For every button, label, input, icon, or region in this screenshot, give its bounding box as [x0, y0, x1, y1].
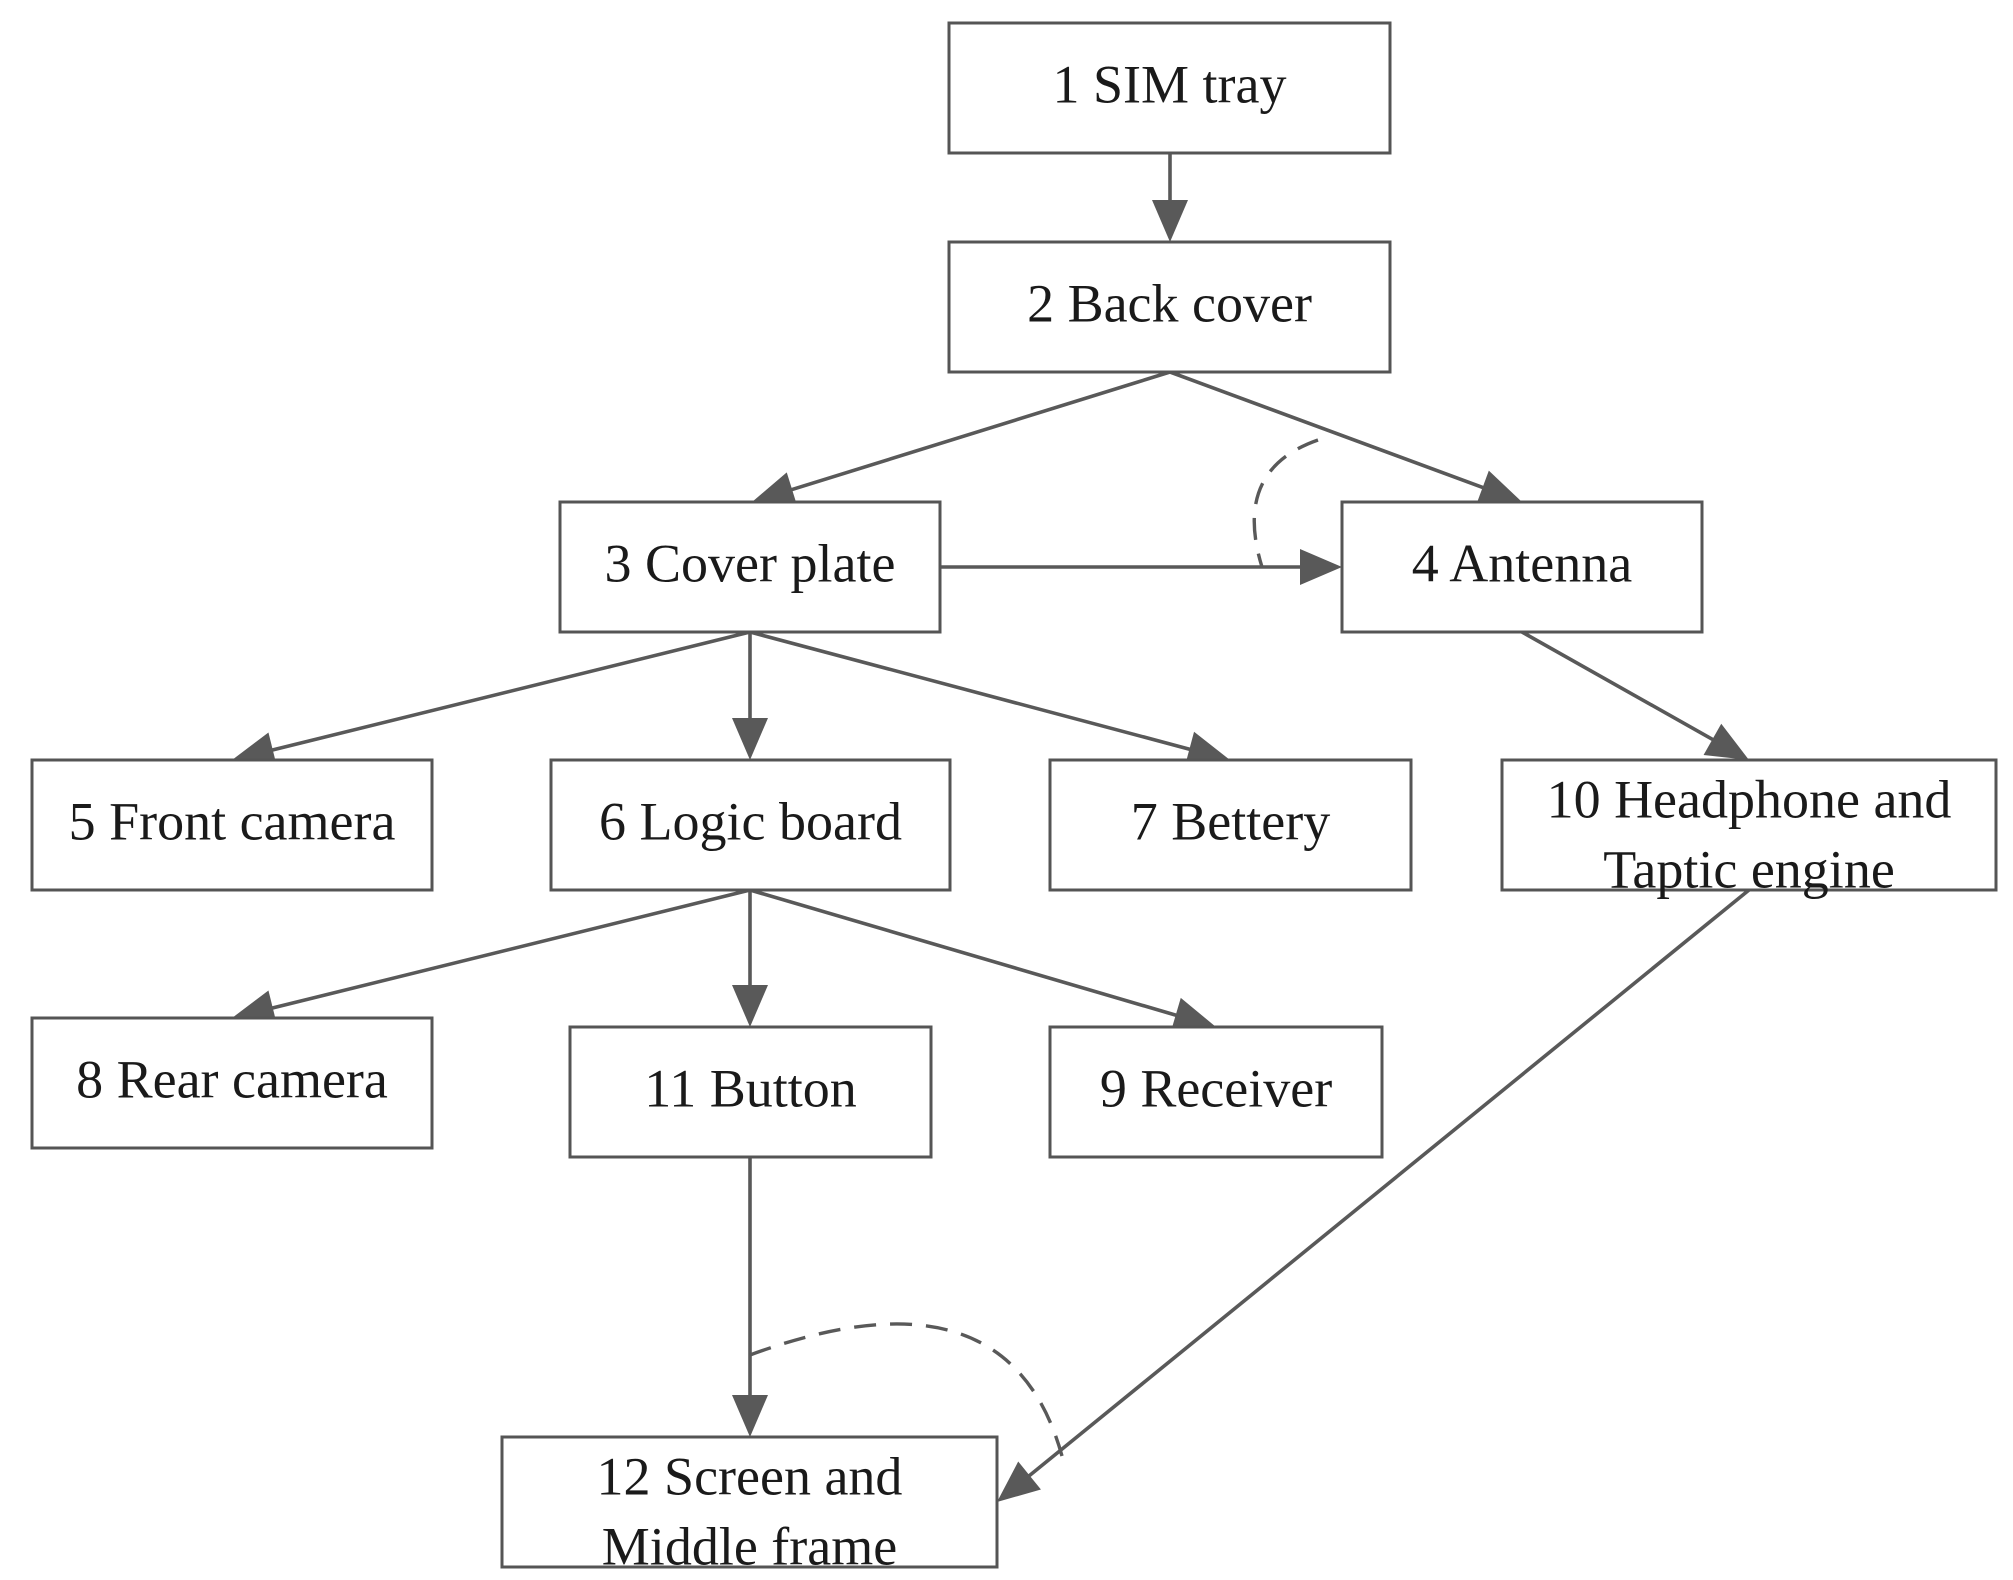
edge-n11-n12 [732, 1157, 768, 1437]
arrowhead [1300, 549, 1342, 585]
edge-n2-n3 [752, 370, 1171, 507]
node-box [568, 1025, 933, 1159]
edge-n1-n2 [1152, 153, 1188, 242]
nodes-layer: 1 SIM tray 2 Back cover 3 Cover plate 4 Ant… [30, 21, 1998, 1576]
node-label: 4 Antenna [1412, 533, 1632, 593]
edge-n10-n12 [997, 888, 1751, 1502]
node-box [30, 1016, 434, 1150]
arrowhead [1184, 731, 1230, 767]
node-box [1500, 758, 1998, 892]
arrowhead [1703, 723, 1749, 760]
edge-n2-n4 [1169, 370, 1522, 505]
node-n7: 7 Bettery [1048, 758, 1413, 892]
node-label: 2 Back cover [1027, 273, 1312, 333]
node-label-line: 12 Screen and [597, 1446, 903, 1506]
edge-line [749, 630, 1194, 752]
edge-line [749, 888, 1181, 1019]
edge-line [268, 888, 751, 1011]
edge-line [787, 370, 1171, 493]
node-box [947, 21, 1392, 155]
edge-n6-n8 [232, 888, 751, 1026]
node-label-line: Taptic engine [1603, 839, 1895, 899]
node-label: 5 Front camera [69, 791, 396, 851]
edge-line [1521, 630, 1717, 743]
node-box [549, 758, 952, 892]
node-box [1340, 500, 1704, 634]
node-n9: 9 Receiver [1048, 1025, 1384, 1159]
arrowhead [732, 1395, 768, 1437]
node-label: 7 Bettery [1131, 791, 1330, 851]
node-label: 1 SIM tray [1053, 54, 1287, 114]
edge-n3-n4 [940, 549, 1342, 585]
and-arcs-layer [749, 438, 1319, 1457]
node-box [30, 758, 434, 892]
arrowhead [1152, 200, 1188, 242]
node-label-line: 10 Headphone and [1547, 769, 1952, 829]
edge-n4-n10 [1521, 630, 1749, 760]
arrowhead [997, 1461, 1041, 1502]
edge-n6-n11 [732, 890, 768, 1027]
node-n6: 6 Logic board [549, 758, 952, 892]
node-label: 3 Cover plate [605, 533, 896, 593]
node-n1: 1 SIM tray [947, 21, 1392, 155]
node-label-line: Middle frame [602, 1516, 897, 1576]
node-n3: 3 Cover plate [558, 500, 942, 634]
node-box [1048, 758, 1413, 892]
edge-n3-n5 [232, 630, 751, 768]
edge-line [1025, 888, 1751, 1480]
edge-n3-n7 [749, 630, 1230, 767]
edge-n6-n9 [749, 888, 1216, 1033]
and-arc-n4 [1252, 438, 1319, 568]
arrowhead [732, 718, 768, 760]
node-box [558, 500, 942, 634]
node-box [500, 1435, 999, 1569]
node-box [1048, 1025, 1384, 1159]
edge-line [1169, 370, 1487, 491]
node-label: 8 Rear camera [76, 1049, 388, 1109]
and-arc-n12 [749, 1322, 1064, 1457]
arrowhead [1170, 997, 1216, 1033]
node-n11: 11 Button [568, 1025, 933, 1159]
node-box [947, 240, 1392, 374]
node-n5: 5 Front camera [30, 758, 434, 892]
edges-layer [232, 153, 1751, 1502]
node-label: 11 Button [644, 1058, 857, 1118]
node-n8: 8 Rear camera [30, 1016, 434, 1150]
node-label: 6 Logic board [599, 791, 902, 851]
edge-n3-n6 [732, 632, 768, 760]
arrowhead [752, 472, 798, 507]
node-n2: 2 Back cover [947, 240, 1392, 374]
arrowhead [732, 985, 768, 1027]
node-n4: 4 Antenna [1340, 500, 1704, 634]
arrowhead [1476, 470, 1522, 505]
node-label: 9 Receiver [1100, 1058, 1332, 1118]
edge-line [268, 630, 751, 753]
